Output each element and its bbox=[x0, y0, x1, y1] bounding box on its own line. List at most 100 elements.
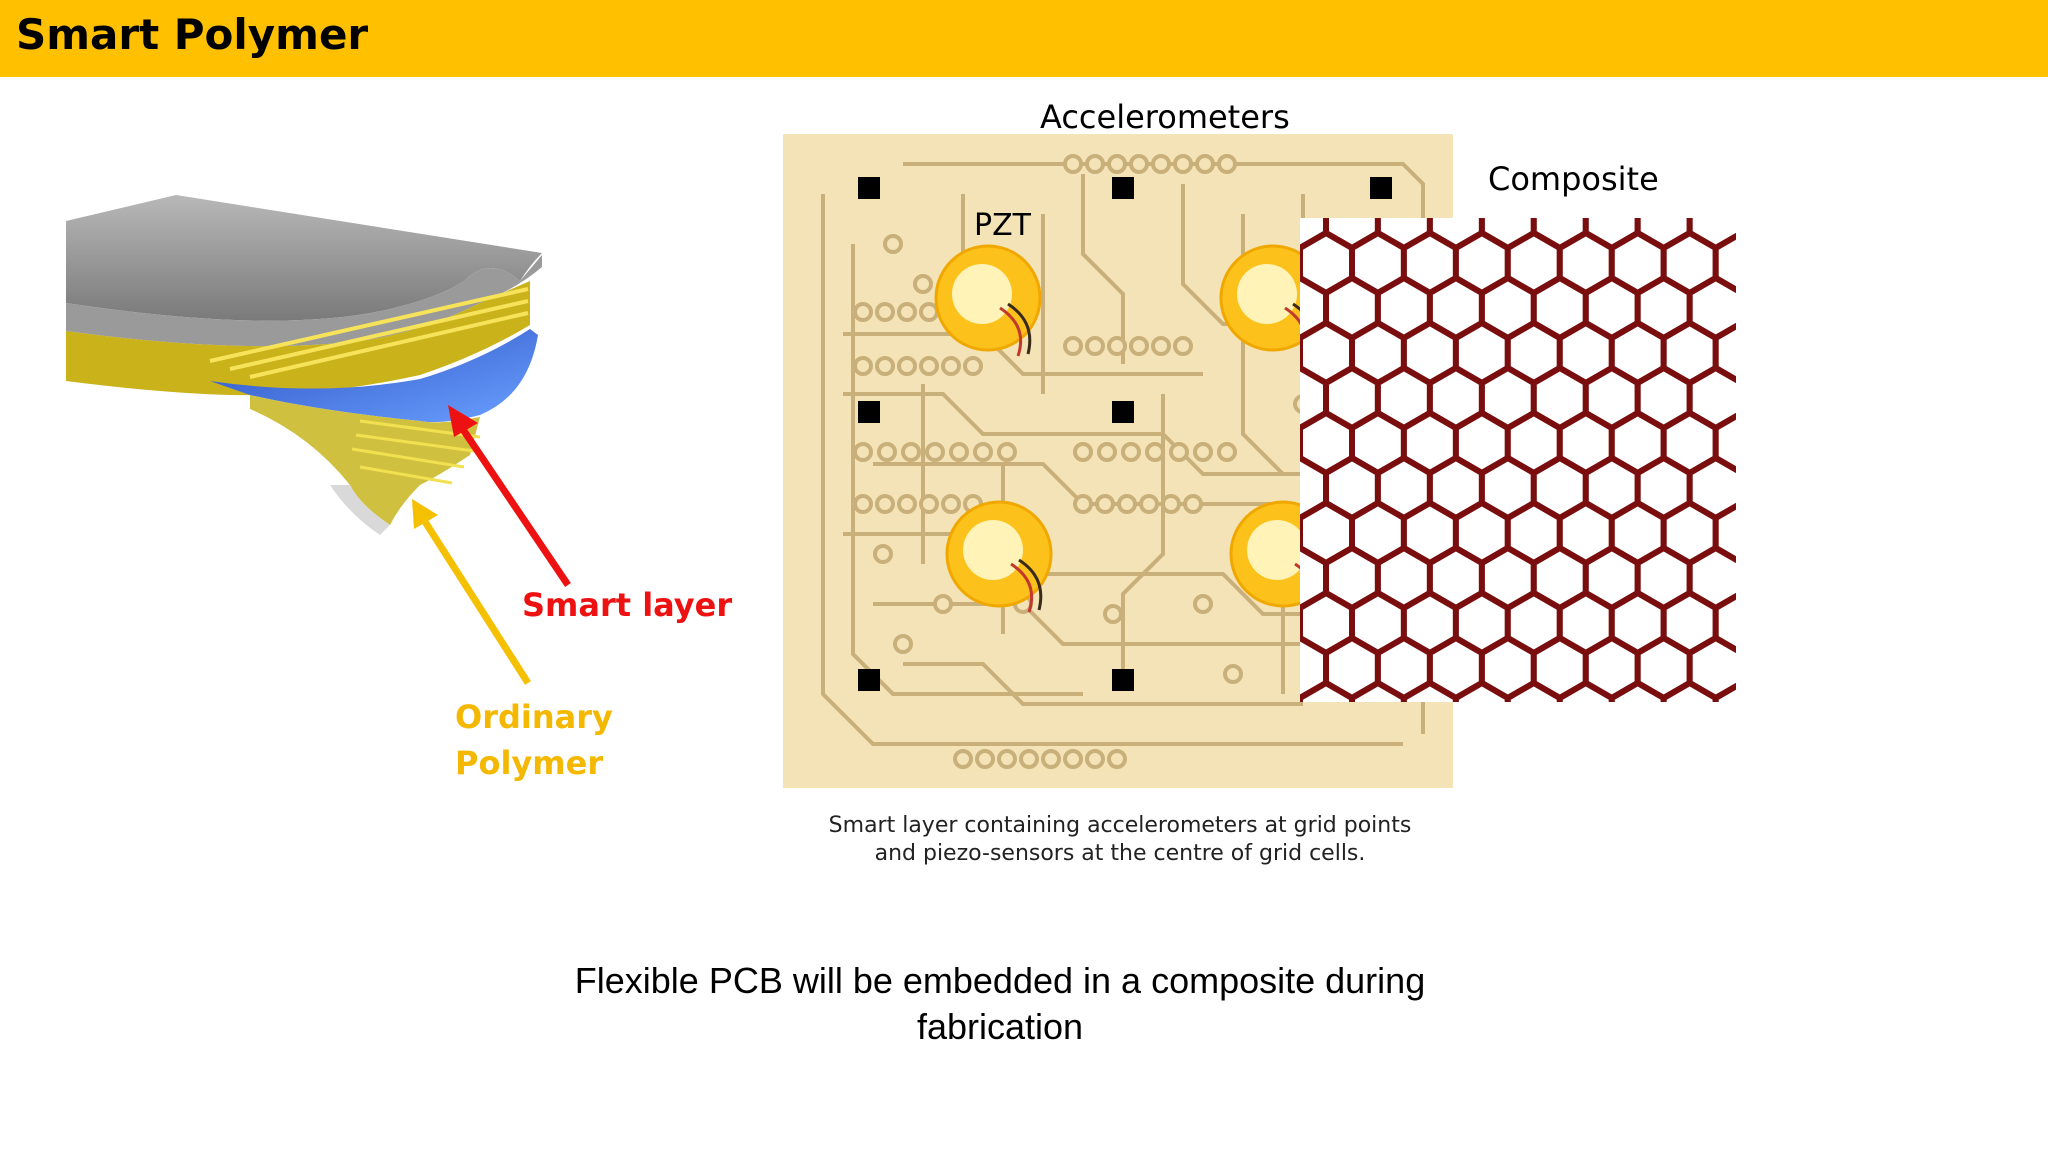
pcb-pad bbox=[953, 749, 973, 769]
pcb-pad bbox=[919, 302, 939, 322]
piezo-inner bbox=[952, 264, 1012, 324]
pcb-pad bbox=[1217, 154, 1237, 174]
piezo-inner bbox=[963, 520, 1023, 580]
accelerometer-marker bbox=[1370, 177, 1392, 199]
pcb-pad bbox=[1183, 494, 1203, 514]
pcb-pad bbox=[1063, 336, 1083, 356]
piezo-wire bbox=[999, 306, 1023, 357]
pcb-pad bbox=[1129, 336, 1149, 356]
pcb-pad bbox=[1139, 494, 1159, 514]
pcb-pad bbox=[1073, 442, 1093, 462]
pcb-pad bbox=[893, 634, 913, 654]
pcb-pad bbox=[897, 302, 917, 322]
pcb-pad bbox=[1151, 336, 1171, 356]
piezo-wire bbox=[1007, 302, 1032, 355]
accelerometer-marker bbox=[1112, 401, 1134, 423]
pcb-pad bbox=[897, 356, 917, 376]
pcb-caption: Smart layer containing accelerometers at… bbox=[780, 812, 1460, 868]
piezo-wire bbox=[1018, 558, 1043, 611]
pcb-pad bbox=[1019, 749, 1039, 769]
ordinary-polymer-arrowhead-icon bbox=[412, 499, 438, 529]
pcb-trace bbox=[903, 662, 1303, 706]
honeycomb-cell bbox=[1400, 679, 1459, 702]
accelerometer-marker bbox=[858, 669, 880, 691]
pcb-pad bbox=[919, 494, 939, 514]
honeycomb-cell bbox=[1608, 679, 1667, 702]
pcb-pad bbox=[897, 494, 917, 514]
pcb-pad bbox=[997, 749, 1017, 769]
pcb-pad bbox=[1117, 494, 1137, 514]
honeycomb-cell bbox=[1300, 679, 1355, 702]
pcb-pad bbox=[975, 749, 995, 769]
piezo-sensor bbox=[945, 500, 1053, 613]
pcb-pad bbox=[1085, 154, 1105, 174]
pzt-label: PZT bbox=[974, 208, 1031, 243]
composite-honeycomb-image bbox=[1300, 218, 1736, 702]
accelerometer-marker bbox=[858, 401, 880, 423]
pcb-pad bbox=[1193, 442, 1213, 462]
pcb-pad bbox=[1103, 604, 1123, 624]
piezo-inner bbox=[1247, 520, 1307, 580]
piezo-wire bbox=[1010, 562, 1034, 613]
piezo-inner bbox=[1237, 264, 1297, 324]
pcb-pad bbox=[1063, 154, 1083, 174]
smart-layer-arrow bbox=[457, 423, 571, 587]
pcb-pad bbox=[1107, 749, 1127, 769]
pcb-pad bbox=[877, 442, 897, 462]
pcb-pad bbox=[853, 302, 873, 322]
pcb-pad bbox=[875, 494, 895, 514]
honeycomb-cells bbox=[1300, 218, 1736, 702]
pcb-pad bbox=[883, 234, 903, 254]
accelerometer-marker bbox=[1112, 669, 1134, 691]
pcb-trace bbox=[1121, 394, 1165, 674]
pcb-pad bbox=[1073, 494, 1093, 514]
pcb-pad bbox=[1041, 749, 1061, 769]
honeycomb-cell bbox=[1712, 682, 1736, 702]
pcb-pad bbox=[1173, 336, 1193, 356]
pcb-pad bbox=[941, 356, 961, 376]
pcb-trace bbox=[843, 532, 1403, 616]
title-bar: Smart Polymer bbox=[0, 0, 2048, 77]
accelerometers-label: Accelerometers bbox=[1040, 98, 1290, 136]
honeycomb-cell bbox=[1452, 679, 1511, 702]
pcb-trace bbox=[821, 194, 1403, 746]
pcb-caption-line2: and piezo-sensors at the centre of grid … bbox=[874, 841, 1366, 866]
pcb-pad bbox=[901, 442, 921, 462]
pcb-pad bbox=[1107, 154, 1127, 174]
ordinary-polymer-label: Ordinary Polymer bbox=[455, 694, 613, 786]
ordinary-polymer-label-line1: Ordinary bbox=[455, 698, 613, 736]
smart-layer-label: Smart layer bbox=[522, 586, 733, 624]
pcb-pad bbox=[1095, 494, 1115, 514]
pcb-pad bbox=[853, 494, 873, 514]
accelerometer-markers bbox=[858, 177, 1392, 691]
pcb-pad bbox=[919, 356, 939, 376]
composite-label: Composite bbox=[1488, 160, 1659, 198]
smart-polymer-illustration bbox=[66, 195, 542, 535]
pcb-pad bbox=[853, 356, 873, 376]
pcb-pad bbox=[1063, 749, 1083, 769]
pcb-pad bbox=[1107, 336, 1127, 356]
pcb-pad bbox=[1121, 442, 1141, 462]
pcb-pad bbox=[949, 442, 969, 462]
pcb-pad bbox=[1085, 336, 1105, 356]
pcb-pad bbox=[875, 302, 895, 322]
smart-layer-arrowhead-icon bbox=[448, 405, 478, 437]
pcb-pad bbox=[875, 356, 895, 376]
pcb-pad bbox=[941, 494, 961, 514]
pcb-trace bbox=[843, 332, 1203, 376]
pcb-pad bbox=[963, 356, 983, 376]
pcb-pad bbox=[913, 274, 933, 294]
pcb-pad bbox=[1145, 442, 1165, 462]
honeycomb-cell bbox=[1504, 679, 1563, 702]
pcb-pad bbox=[1161, 494, 1181, 514]
slide-title: Smart Polymer bbox=[16, 10, 369, 59]
pcb-pad bbox=[997, 442, 1017, 462]
pcb-pad bbox=[1169, 442, 1189, 462]
accelerometer-marker bbox=[858, 177, 880, 199]
accelerometer-marker bbox=[1112, 177, 1134, 199]
honeycomb-cell bbox=[1556, 679, 1615, 702]
pcb-pad bbox=[873, 544, 893, 564]
pcb-pad bbox=[1193, 594, 1213, 614]
pcb-pad bbox=[1217, 442, 1237, 462]
ordinary-polymer-arrow bbox=[419, 515, 531, 685]
